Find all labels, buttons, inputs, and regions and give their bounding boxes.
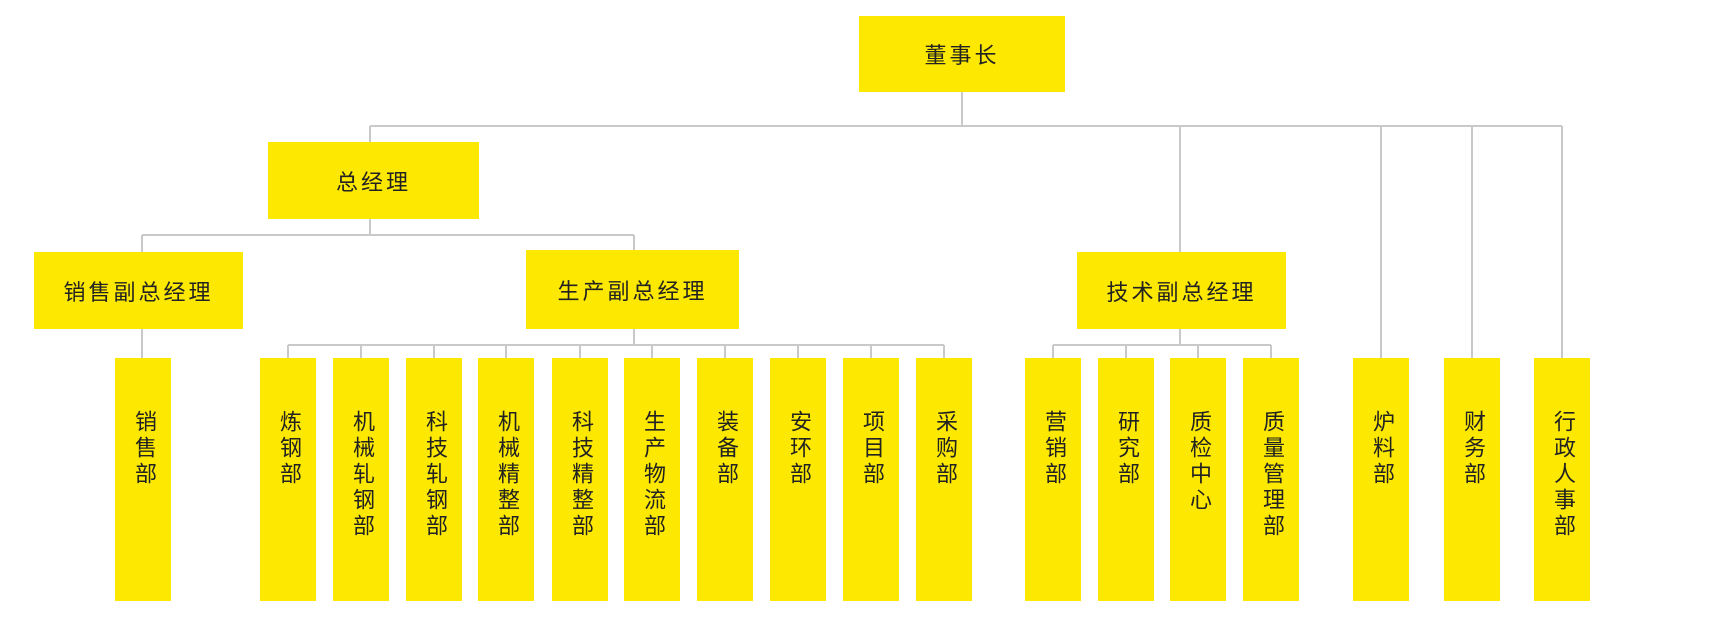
department-box-sales: 销售部: [115, 358, 171, 601]
department-label: 炉料部: [1369, 410, 1394, 488]
technology-vp-label: 技术副总经理: [1106, 280, 1257, 306]
department-box: 质检中心: [1170, 358, 1226, 601]
department-label: 财务部: [1460, 410, 1485, 488]
department-label: 炼钢部: [276, 410, 301, 488]
chairman-label: 董事长: [924, 44, 1000, 69]
department-box: 生产物流部: [624, 358, 680, 601]
department-box: 行政人事部: [1534, 358, 1590, 601]
department-label: 装备部: [713, 410, 738, 488]
department-box: 研究部: [1098, 358, 1154, 601]
department-box: 机械轧钢部: [333, 358, 389, 601]
department-label: 机械精整部: [494, 410, 519, 540]
department-box: 采购部: [916, 358, 972, 601]
department-box: 营销部: [1025, 358, 1081, 601]
technology-vp-box: 技术副总经理: [1077, 252, 1286, 329]
department-label: 采购部: [932, 410, 957, 488]
department-box: 炉料部: [1353, 358, 1409, 601]
department-label: 科技精整部: [568, 410, 593, 540]
department-box: 装备部: [697, 358, 753, 601]
department-box: 质量管理部: [1243, 358, 1299, 601]
department-label: 研究部: [1114, 410, 1139, 488]
department-label: 安环部: [786, 410, 811, 488]
department-box: 科技轧钢部: [406, 358, 462, 601]
department-label: 质检中心: [1186, 410, 1211, 514]
department-box: 科技精整部: [552, 358, 608, 601]
production-vp-label: 生产副总经理: [557, 279, 708, 305]
department-box: 项目部: [843, 358, 899, 601]
sales-vp-box: 销售副总经理: [34, 252, 243, 329]
department-box: 安环部: [770, 358, 826, 601]
department-label: 销售部: [131, 410, 156, 488]
general-manager-box: 总经理: [268, 142, 479, 219]
general-manager-label: 总经理: [335, 170, 411, 196]
production-vp-box: 生产副总经理: [526, 250, 739, 329]
sales-vp-label: 销售副总经理: [63, 280, 214, 306]
department-label: 质量管理部: [1259, 410, 1284, 540]
department-label: 生产物流部: [640, 410, 665, 540]
department-label: 项目部: [859, 410, 884, 488]
department-box: 炼钢部: [260, 358, 316, 601]
department-box: 机械精整部: [478, 358, 534, 601]
department-label: 机械轧钢部: [349, 410, 374, 540]
chairman-box: 董事长: [859, 16, 1065, 92]
department-box: 财务部: [1444, 358, 1500, 601]
department-label: 行政人事部: [1550, 410, 1575, 540]
department-label: 科技轧钢部: [422, 410, 447, 540]
department-label: 营销部: [1041, 410, 1066, 488]
